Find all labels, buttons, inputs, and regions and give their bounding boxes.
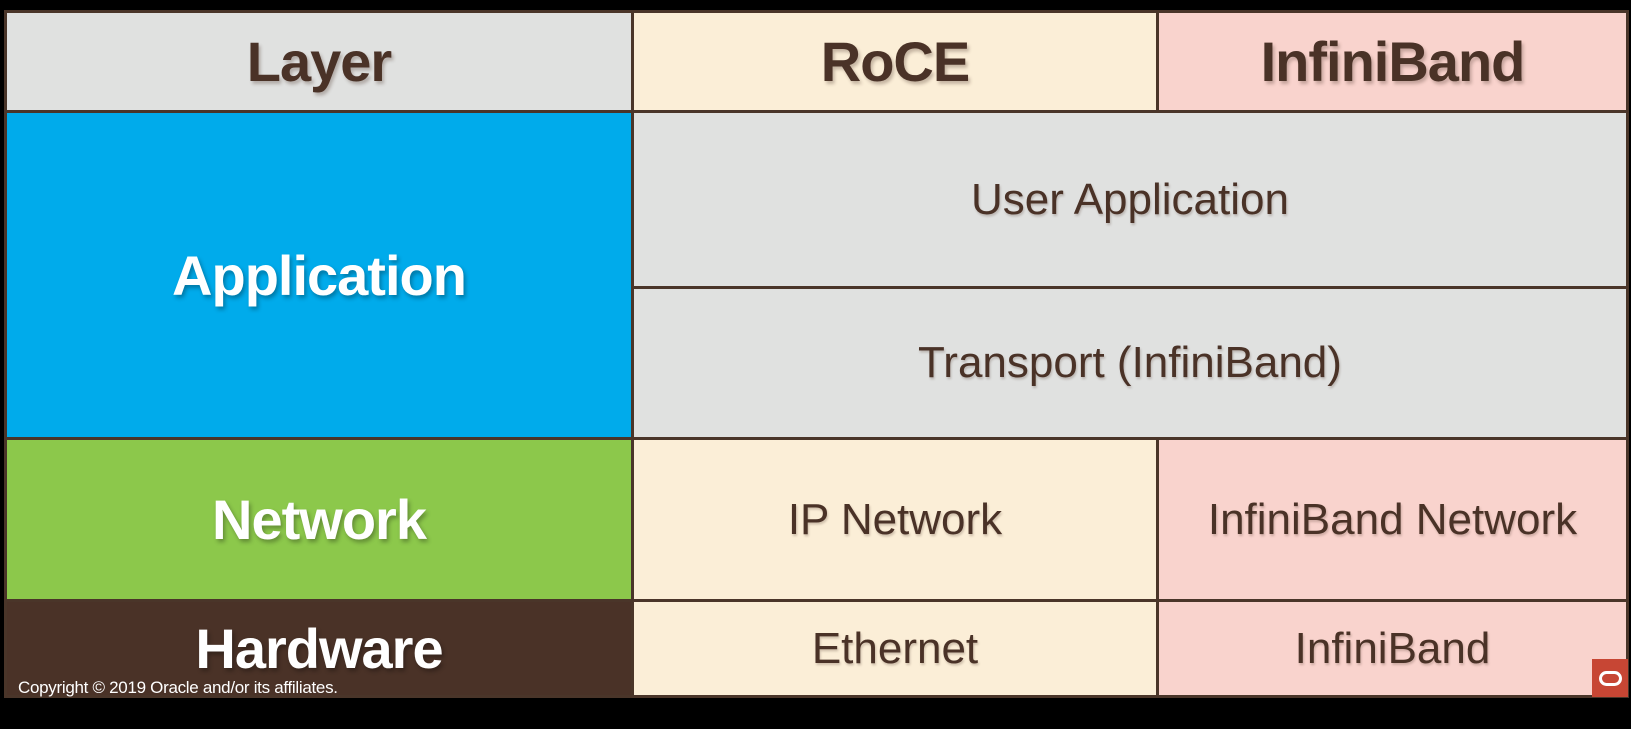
cell-infiniband-network: InfiniBand Network [1159, 440, 1626, 599]
comparison-table: Layer RoCE InfiniBand Application User A… [4, 10, 1629, 698]
ethernet-label: Ethernet [811, 623, 979, 673]
cell-ip-network: IP Network [634, 440, 1156, 599]
hardware-layer-label: Hardware [195, 617, 443, 680]
header-label-roce: RoCE [820, 30, 970, 93]
header-label-layer: Layer [246, 30, 392, 93]
user-application-label: User Application [971, 174, 1289, 224]
oracle-logo [1592, 659, 1628, 697]
ip-network-label: IP Network [787, 494, 1003, 544]
network-layer-label: Network [212, 488, 427, 551]
cell-user-application: User Application [634, 113, 1626, 286]
transport-infiniband-label: Transport (InfiniBand) [918, 338, 1342, 387]
cell-transport-infiniband: Transport (InfiniBand) [634, 289, 1626, 437]
header-cell-layer: Layer [7, 13, 631, 110]
cell-application-layer: Application [7, 113, 631, 437]
header-label-infiniband: InfiniBand [1260, 30, 1526, 93]
infiniband-network-label: InfiniBand Network [1207, 494, 1578, 544]
oracle-o-icon [1598, 670, 1622, 686]
infiniband-hardware-label: InfiniBand [1294, 623, 1491, 673]
cell-ethernet: Ethernet [634, 602, 1156, 695]
application-layer-label: Application [172, 243, 467, 307]
cell-hardware-layer: Hardware [7, 602, 631, 695]
cell-infiniband-hardware: InfiniBand [1159, 602, 1626, 695]
cell-network-layer: Network [7, 440, 631, 599]
header-cell-roce: RoCE [634, 13, 1156, 110]
header-cell-infiniband: InfiniBand [1159, 13, 1626, 110]
copyright-text: Copyright © 2019 Oracle and/or its affil… [18, 678, 338, 697]
